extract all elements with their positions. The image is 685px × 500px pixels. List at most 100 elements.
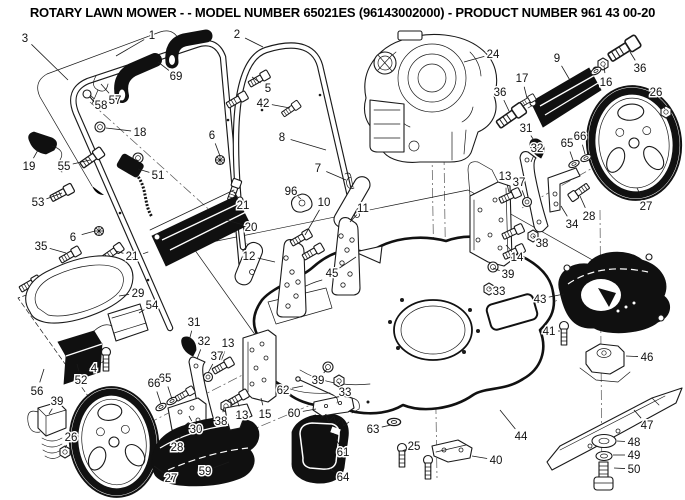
bracket-60 — [312, 395, 360, 417]
leader-line-9 — [561, 65, 572, 83]
washer-6-right — [214, 154, 226, 166]
leader-line-38 — [222, 406, 225, 413]
leader-line-39 — [323, 368, 328, 374]
right-handle-bracket — [467, 93, 593, 296]
leader-line-43 — [548, 293, 565, 298]
leader-line-4 — [101, 360, 105, 364]
grip-31-left — [181, 336, 197, 357]
leader-line-46 — [625, 355, 639, 357]
nut-33-mid — [333, 374, 345, 388]
part-callout-41: 41 — [543, 326, 556, 338]
leader-line-42 — [271, 104, 291, 109]
model-number: 65021ES — [303, 5, 356, 20]
part-callout-21: 21 — [126, 251, 139, 263]
bolt-10b — [300, 242, 326, 262]
bracket-34 — [547, 167, 581, 213]
rear-wheel — [585, 85, 683, 201]
leader-line-35 — [49, 248, 67, 254]
part-callout-50: 50 — [628, 464, 641, 476]
diagram-title: ROTARY LAWN MOWER - - MODEL NUMBER 65021… — [0, 5, 685, 20]
leader-line-24 — [463, 56, 485, 63]
leader-line-39 — [48, 408, 53, 415]
part-callout-1: 1 — [149, 30, 155, 42]
leader-line-50 — [613, 467, 626, 469]
part-callout-9: 9 — [554, 53, 560, 65]
leader-line-27 — [636, 187, 643, 199]
bolt-25a — [396, 442, 408, 468]
leader-line-21 — [233, 191, 239, 198]
grommet-39-right — [487, 261, 499, 273]
spring-61 — [320, 413, 350, 427]
part-callout-33: 33 — [493, 286, 506, 298]
leader-line-36 — [629, 51, 636, 61]
starter-handle — [28, 131, 63, 173]
part-callout-17: 17 — [516, 73, 529, 85]
part-callout-36: 36 — [494, 87, 507, 99]
washer-63 — [386, 417, 402, 427]
leader-line-39 — [492, 267, 500, 272]
part-callout-65: 65 — [561, 138, 574, 150]
leader-line-34 — [560, 205, 568, 217]
part-callout-65: 65 — [159, 373, 172, 385]
leader-line-14 — [505, 244, 512, 251]
leader-line-32 — [530, 156, 534, 163]
part-callout-61: 61 — [337, 447, 350, 459]
bracket-40 — [431, 439, 473, 463]
part-callout-13: 13 — [499, 171, 512, 183]
leader-line-13 — [506, 184, 510, 193]
leader-line-65 — [167, 386, 173, 400]
part-callout-5: 5 — [265, 83, 271, 95]
leader-line-65 — [569, 151, 574, 161]
part-callout-66: 66 — [574, 131, 587, 143]
part-callout-10: 10 — [318, 197, 331, 209]
bolt-42 — [280, 99, 302, 119]
part-callout-28: 28 — [583, 211, 596, 223]
leader-line-96 — [297, 196, 302, 200]
part-callout-51: 51 — [152, 170, 165, 182]
part-callout-42: 42 — [257, 98, 270, 110]
grommet-39-mid — [322, 361, 334, 373]
leader-line-63 — [381, 424, 392, 428]
bolt-36-right — [605, 33, 643, 65]
cable-clip — [91, 75, 109, 105]
leader-line-19 — [33, 149, 39, 159]
leader-line-11 — [349, 214, 358, 223]
part-callout-34: 34 — [566, 219, 579, 231]
blade-adapter-46 — [579, 343, 631, 383]
leader-line-15 — [260, 397, 264, 406]
leader-line-26 — [659, 99, 666, 110]
leader-line-16 — [603, 65, 606, 74]
leader-line-30 — [188, 415, 193, 422]
leader-line-45 — [339, 256, 357, 269]
leader-line-47 — [633, 409, 642, 419]
leader-line-60 — [302, 408, 317, 412]
part-callout-19: 19 — [23, 161, 36, 173]
handle-grip-left — [114, 53, 162, 103]
leader-line-3 — [31, 44, 69, 81]
box-52 — [57, 324, 113, 385]
leader-line-59 — [213, 461, 230, 469]
leader-line-25 — [401, 449, 406, 452]
leader-line-62 — [291, 385, 304, 389]
part-callout-96: 96 — [285, 186, 298, 198]
part-callout-13: 13 — [236, 410, 249, 422]
leader-line-2 — [244, 37, 264, 48]
bolt-41 — [558, 320, 570, 346]
leader-line-12 — [257, 257, 276, 263]
leader-line-8 — [290, 139, 327, 151]
part-callout-32: 32 — [531, 143, 544, 155]
part-callout-47: 47 — [641, 420, 654, 432]
leader-line-20 — [225, 219, 243, 225]
part-callout-6: 6 — [70, 232, 76, 244]
part-callout-6: 6 — [209, 130, 215, 142]
part-callout-4: 4 — [91, 363, 98, 375]
part-callout-44: 44 — [515, 431, 528, 443]
deflector-59 — [151, 403, 260, 487]
leader-line-52 — [76, 363, 80, 372]
part-callout-12: 12 — [243, 251, 256, 263]
leader-line-66 — [582, 144, 586, 155]
part-callout-69: 69 — [170, 71, 183, 83]
part-callout-15: 15 — [259, 409, 272, 421]
leader-line-51 — [137, 168, 150, 173]
part-callout-21: 21 — [237, 200, 250, 212]
